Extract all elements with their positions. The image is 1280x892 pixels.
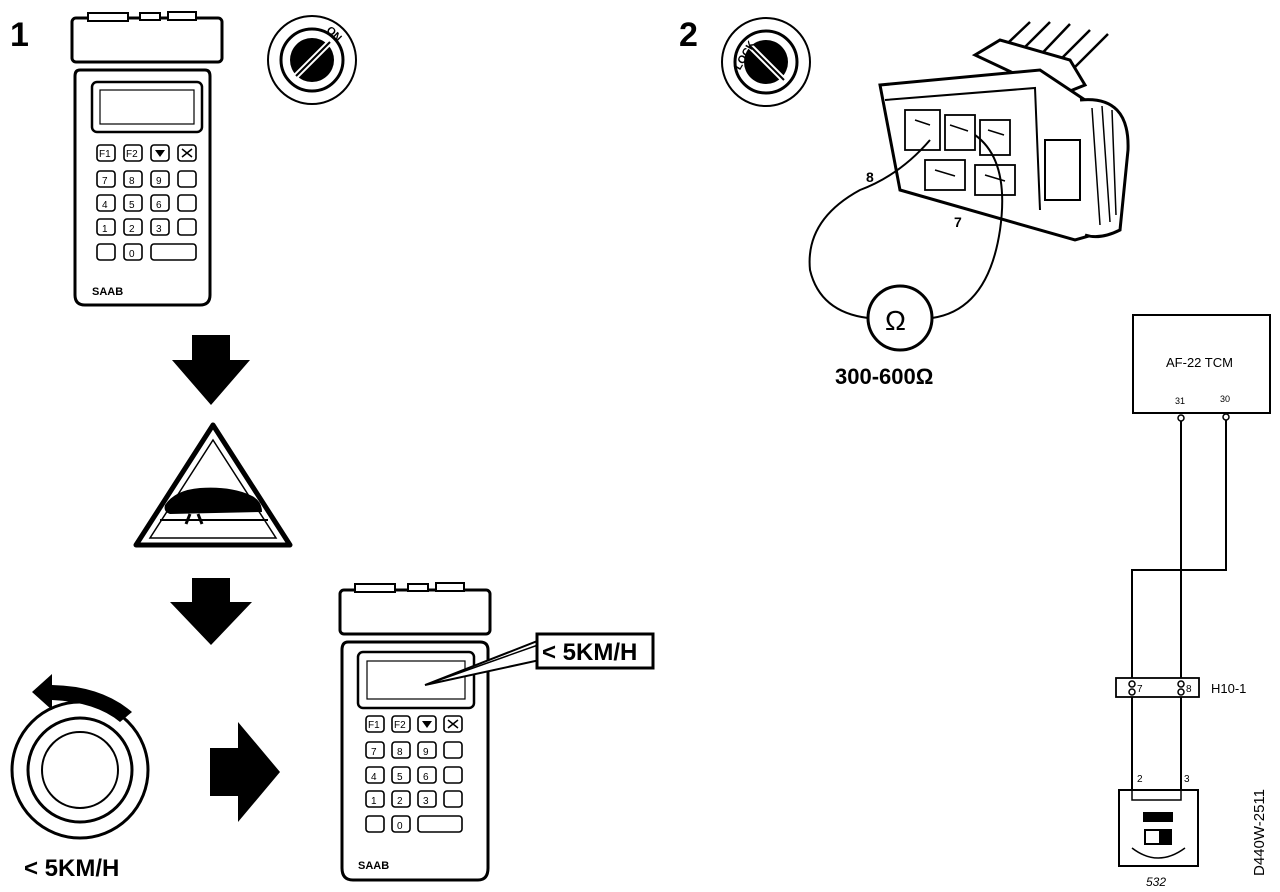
tester-brand-label: SAAB (92, 286, 123, 298)
ohmmeter-icon (866, 284, 934, 352)
svg-text:4: 4 (102, 200, 108, 211)
svg-text:4: 4 (371, 772, 377, 783)
step-2-number: 2 (679, 16, 698, 54)
svg-text:7: 7 (102, 176, 108, 187)
arrow-down-icon (170, 578, 252, 645)
warning-triangle-car-icon (133, 422, 293, 548)
tcm-module-box (1132, 314, 1271, 414)
sensor-pin-3-label: 3 (1184, 774, 1190, 785)
wiring-diagram: AF-22 TCM 31 30 7 8 H10-1 2 3 (1115, 314, 1271, 889)
diagnostic-tester-top: F1 F2 7 8 9 4 5 6 1 2 3 0 SAAB (70, 11, 224, 307)
speed-callout: < 5KM/H (424, 632, 655, 686)
resistance-range-label: 300-600Ω (835, 364, 933, 389)
h10-1-label: H10-1 (1211, 681, 1246, 696)
key-f2: F2 (126, 149, 138, 160)
tcm-pin-31-label: 31 (1175, 396, 1185, 406)
diagnostic-tester-bottom: F1 F2 7 8 9 4 5 6 1 2 3 0 SAAB (338, 582, 492, 882)
arrow-right-icon (210, 722, 280, 822)
component-532-label: 532 (1146, 875, 1166, 889)
svg-text:3: 3 (423, 796, 429, 807)
svg-text:9: 9 (156, 176, 162, 187)
key-f1: F1 (99, 149, 111, 160)
ohm-symbol: Ω (885, 305, 906, 336)
pin-7-label: 7 (954, 214, 962, 230)
tcm-connector (878, 21, 1130, 242)
pin-8-label: 8 (866, 169, 874, 185)
svg-text:9: 9 (423, 747, 429, 758)
svg-text:3: 3 (156, 224, 162, 235)
wheel-rotation-icon (10, 674, 150, 840)
svg-text:1: 1 (371, 796, 377, 807)
figure-id-label: D440W-2511 (1251, 789, 1268, 876)
h10-pin-8-label: 8 (1186, 684, 1192, 695)
svg-text:6: 6 (423, 772, 429, 783)
h10-pin-7-label: 7 (1137, 684, 1143, 695)
ignition-switch-lock: LOCK (721, 17, 811, 107)
tester-brand-label: SAAB (358, 860, 389, 872)
svg-text:8: 8 (129, 176, 135, 187)
sensor-magnet-icon (1143, 812, 1173, 822)
svg-text:2: 2 (129, 224, 135, 235)
tester-keypad: F1 F2 7 8 9 4 5 6 1 2 3 0 (96, 144, 197, 261)
wheel-speed-label: < 5KM/H (24, 855, 119, 882)
svg-text:0: 0 (129, 249, 135, 260)
step-1-number: 1 (10, 16, 29, 54)
svg-text:8: 8 (397, 747, 403, 758)
svg-text:5: 5 (129, 200, 135, 211)
test-lead-a (808, 139, 931, 319)
svg-text:F2: F2 (394, 720, 406, 731)
svg-text:7: 7 (371, 747, 377, 758)
tcm-module-label: AF-22 TCM (1166, 355, 1233, 370)
svg-text:0: 0 (397, 821, 403, 832)
svg-text:6: 6 (156, 200, 162, 211)
tcm-pin-30-label: 30 (1220, 394, 1230, 404)
sensor-pin-2-label: 2 (1137, 774, 1143, 785)
ignition-switch-on: ON (267, 15, 357, 105)
svg-text:F1: F1 (368, 720, 380, 731)
speed-sensor-box (1118, 789, 1199, 867)
arrow-down-icon (172, 335, 250, 405)
speed-callout-label: < 5KM/H (542, 639, 637, 666)
test-lead-b (931, 134, 1004, 319)
svg-text:1: 1 (102, 224, 108, 235)
svg-text:2: 2 (397, 796, 403, 807)
svg-text:5: 5 (397, 772, 403, 783)
